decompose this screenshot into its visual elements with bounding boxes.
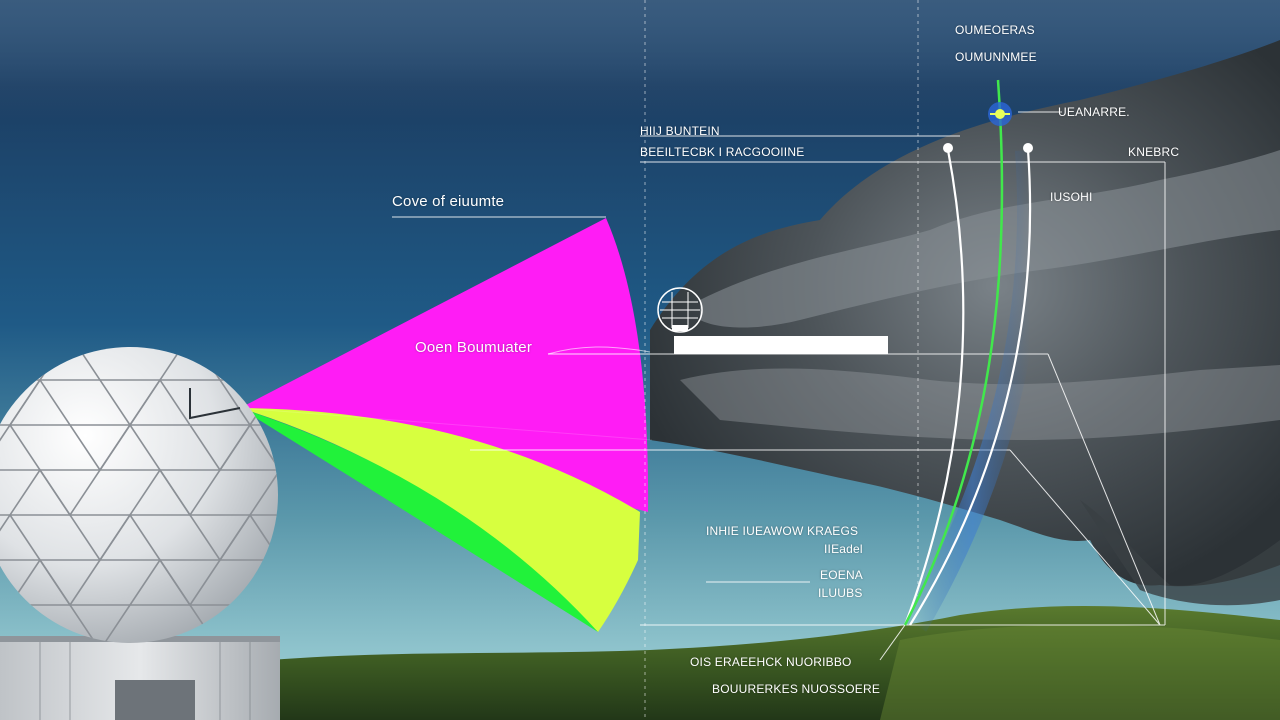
top-label-1: OUMEOERAS <box>955 23 1035 37</box>
mid-label-2: IIEadel <box>824 542 863 556</box>
upper-label-2: BEEILTECBK I RACGOOIINE <box>640 145 805 159</box>
bottom-label-2: BOUURERKES NUOSSOERE <box>712 682 881 696</box>
radar-cone <box>239 218 653 632</box>
mid-label-3: EOENA <box>820 568 864 582</box>
range-bar <box>674 336 888 354</box>
top-right-label: UEANARRE. <box>1058 105 1130 119</box>
right-label-1: KNEBRC <box>1128 145 1180 159</box>
cone-magenta <box>240 218 649 512</box>
guide-lines <box>392 111 1166 661</box>
beam-label: Ooen Boumuater <box>415 339 533 356</box>
right-label-2: IUSOHI <box>1050 190 1093 204</box>
beam-curves <box>903 79 1044 632</box>
cone-label: Cove of eiuumte <box>392 193 505 210</box>
green-hills <box>270 605 1280 720</box>
mid-label-4: ILUUBS <box>818 586 863 600</box>
weather-satellite-icon <box>988 102 1012 126</box>
target-marker-icon <box>657 287 703 333</box>
green-beam <box>903 79 1004 626</box>
upper-haze <box>0 0 1280 120</box>
radar-door <box>115 680 195 720</box>
radar-dome <box>0 347 280 720</box>
mid-label-1: INHIE IUEAWOW KRAEGS <box>706 524 859 538</box>
upper-label-1: HIIJ BUNTEIN <box>640 124 720 138</box>
top-label-2: OUMUNNMEE <box>955 50 1037 64</box>
bottom-label-1: OIS ERAEEHCK NUORIBBO <box>690 655 852 669</box>
